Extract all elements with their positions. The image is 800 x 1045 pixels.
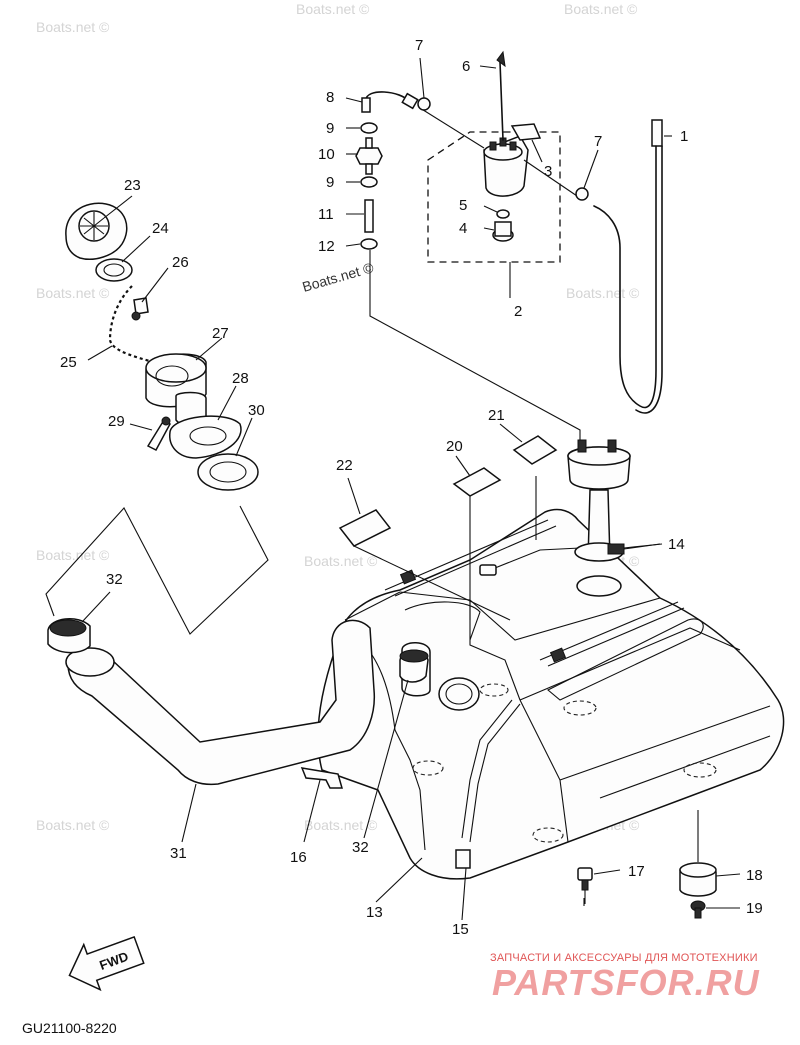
- tank-pump-unit: [567, 439, 661, 562]
- callout-23: 23: [124, 177, 141, 194]
- callout-16: 16: [290, 849, 307, 866]
- callout-32: 32: [106, 571, 123, 588]
- callout-2: 2: [514, 303, 522, 320]
- callout-numbers: 1 2 3 4 5 6 7 7 8 9 9 10 11 12 13 14 15 …: [60, 37, 763, 938]
- callout-28: 28: [232, 370, 249, 387]
- callout-30: 30: [248, 402, 265, 419]
- callout-12: 12: [318, 238, 335, 255]
- callout-9b: 9: [326, 174, 334, 191]
- callout-19: 19: [746, 900, 763, 917]
- watermark: Boats.net ©: [296, 1, 370, 17]
- callout-5: 5: [459, 197, 467, 214]
- callout-9: 9: [326, 120, 334, 137]
- callout-3: 3: [544, 163, 552, 180]
- callout-1: 1: [680, 128, 688, 145]
- fwd-arrow: FWD: [68, 935, 145, 992]
- callout-11: 11: [318, 206, 334, 223]
- watermark: Boats.net ©: [36, 19, 110, 35]
- watermark: Boats.net ©: [36, 285, 110, 301]
- callout-18: 18: [746, 867, 763, 884]
- callout-17: 17: [628, 863, 645, 880]
- callout-25: 27: [212, 325, 229, 342]
- callout-6: 6: [462, 58, 470, 75]
- callout-13: 13: [366, 904, 383, 921]
- callout-20: 20: [446, 438, 463, 455]
- filler-cap-set: [45, 202, 269, 635]
- callout-4: 4: [459, 220, 467, 237]
- vent-line-parts: [355, 122, 581, 448]
- partsfor-tagline: ЗАПЧАСТИ И АКСЕССУАРЫ ДЛЯ МОТОТЕХНИКИ: [490, 952, 758, 964]
- watermark: Boats.net ©: [304, 553, 378, 569]
- drawing-code: GU21100-8220: [22, 1020, 117, 1036]
- watermark-center: Boats.net ©: [300, 259, 376, 295]
- callout-10: 10: [318, 146, 335, 163]
- callout-27: 26: [172, 254, 189, 271]
- mount-hardware: [577, 810, 717, 919]
- callout-22: 22: [336, 457, 353, 474]
- callout-7: 7: [415, 37, 423, 54]
- fuel-tank: [300, 476, 785, 880]
- watermark: Boats.net ©: [36, 817, 110, 833]
- watermark: Boats.net ©: [566, 285, 640, 301]
- callout-31: 31: [170, 845, 187, 862]
- leader-lines: [81, 57, 741, 921]
- label-stickers: [338, 435, 558, 621]
- return-hose: [593, 119, 663, 414]
- callout-7b: 7: [594, 133, 602, 150]
- callout-14: 14: [668, 536, 685, 553]
- fuel-pump-assembly: [361, 50, 589, 263]
- callout-32b: 32: [352, 839, 369, 856]
- callout-26: 25: [60, 354, 77, 371]
- watermark: Boats.net ©: [564, 1, 638, 17]
- callout-8: 8: [326, 89, 334, 106]
- callout-24: 24: [152, 220, 169, 237]
- partsfor-logo: PARTSFOR.RU: [492, 962, 760, 1003]
- callout-21: 21: [488, 407, 505, 424]
- callout-15: 15: [452, 921, 469, 938]
- filler-hose: [47, 618, 429, 786]
- watermark: Boats.net ©: [36, 547, 110, 563]
- callout-29: 29: [108, 413, 125, 430]
- watermark: Boats.net ©: [304, 817, 378, 833]
